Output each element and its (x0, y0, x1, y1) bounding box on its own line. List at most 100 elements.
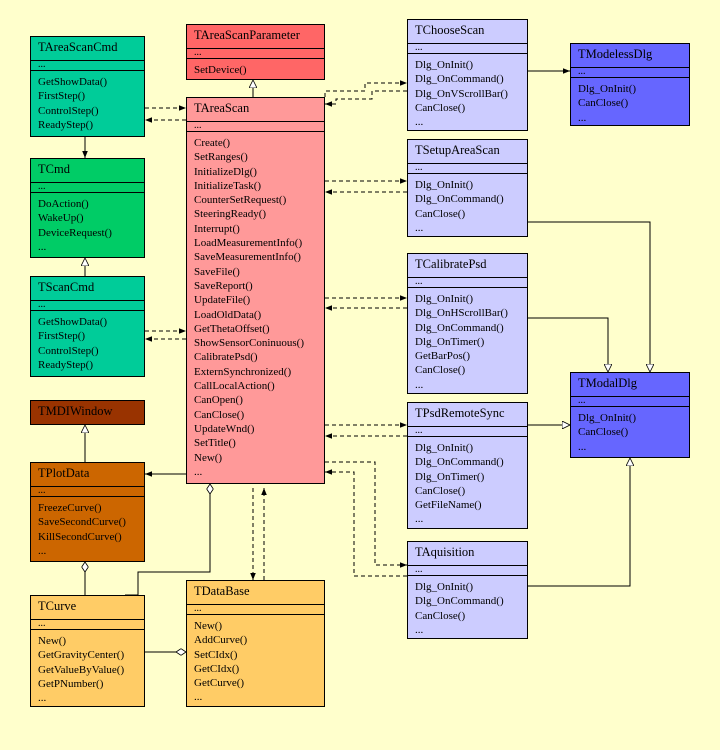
class-tcurve: TCurve ... New() GetGravityCenter() GetV… (30, 595, 145, 707)
operation: Dlg_OnHScrollBar() (415, 307, 508, 320)
operation: Dlg_OnInit() (415, 59, 474, 71)
class-tsetupareascan: TSetupAreaScan ... Dlg_OnInit() Dlg_OnCo… (407, 139, 528, 237)
class-attributes: ... (31, 61, 144, 71)
class-name: TModalDlg (571, 373, 689, 397)
operation: ReadyStep() (38, 118, 93, 131)
operation: CanClose() (578, 97, 629, 110)
operation: New() (194, 620, 223, 632)
class-name: TPsdRemoteSync (408, 403, 527, 427)
operation: ExternSynchronized() (194, 365, 292, 378)
operation: SetDevice() (194, 64, 247, 76)
operation: Create() (194, 137, 231, 149)
class-attributes: ... (31, 301, 144, 311)
operation: ... (415, 513, 424, 526)
class-operations: SetDevice() (187, 59, 324, 77)
operation: ... (38, 692, 47, 705)
operation: Dlg_OnInit() (415, 581, 474, 593)
class-tchoosescan: TChooseScan ... Dlg_OnInit() Dlg_OnComma… (407, 19, 528, 131)
class-attributes: ... (31, 183, 144, 193)
operation: Dlg_OnCommand() (415, 456, 504, 469)
operation: ... (415, 378, 424, 391)
class-attributes: ... (31, 620, 144, 630)
class-operations: Create() SetRanges() InitializeDlg() Ini… (187, 132, 324, 479)
class-tscancmd: TScanCmd ... GetShowData() FirstStep() C… (30, 276, 145, 377)
class-attributes: ... (187, 122, 324, 132)
class-operations: GetShowData() FirstStep() ControlStep() … (31, 71, 144, 132)
operation: GetGravityCenter() (38, 649, 125, 662)
operation: SteeringReady() (194, 208, 267, 221)
class-name: TCmd (31, 159, 144, 183)
operation: ... (194, 465, 203, 478)
operation: DoAction() (38, 198, 89, 210)
operation: SaveMeasurementInfo() (194, 251, 301, 264)
operation: FreezeCurve() (38, 502, 102, 514)
class-operations: Dlg_OnInit() CanClose() ... (571, 78, 689, 125)
operation: FirstStep() (38, 90, 86, 103)
operation: KillSecondCurve() (38, 530, 122, 543)
class-attributes: ... (187, 49, 324, 59)
class-attributes: ... (571, 68, 689, 78)
operation: GetShowData() (38, 316, 108, 328)
operation: InitializeDlg() (194, 165, 257, 178)
operation: CanClose() (415, 364, 466, 377)
operation: New() (194, 451, 223, 464)
class-tareascan: TAreaScan ... Create() SetRanges() Initi… (186, 97, 325, 484)
operation: ... (194, 691, 203, 704)
operation: Dlg_OnInit() (578, 83, 637, 95)
operation: Dlg_OnInit() (415, 293, 474, 305)
operation: Dlg_OnCommand() (415, 321, 504, 334)
operation: Dlg_OnVScrollBar() (415, 87, 508, 100)
class-operations: Dlg_OnInit() Dlg_OnCommand() CanClose() … (408, 576, 527, 637)
operation: AddCurve() (194, 634, 248, 647)
operation: Dlg_OnCommand() (415, 595, 504, 608)
class-operations: DoAction() WakeUp() DeviceRequest() ... (31, 193, 144, 254)
operation: CanOpen() (194, 394, 243, 407)
operation: LoadOldData() (194, 308, 262, 321)
operation: SaveSecondCurve() (38, 516, 126, 529)
class-operations: New() GetGravityCenter() GetValueByValue… (31, 630, 144, 705)
operation: GetThetaOffset() (194, 322, 270, 335)
operation: GetCIdx() (194, 662, 240, 675)
class-attributes: ... (408, 566, 527, 576)
operation: ... (415, 623, 424, 636)
class-name: TMDIWindow (38, 404, 113, 418)
link-tcalibratepsd-to-tmodaldlg (528, 317, 608, 372)
operation: Interrupt() (194, 222, 240, 235)
operation: CanClose() (194, 408, 245, 421)
class-attributes: ... (408, 427, 527, 437)
class-operations: Dlg_OnInit() Dlg_OnCommand() CanClose() … (408, 174, 527, 235)
operation: UpdateWnd() (194, 422, 255, 435)
operation: ShowSensorConinuous() (194, 337, 305, 350)
class-tareascanparameter: TAreaScanParameter ... SetDevice() (186, 24, 325, 80)
class-tpsdremotesync: TPsdRemoteSync ... Dlg_OnInit() Dlg_OnCo… (407, 402, 528, 529)
class-name: TCalibratePsd (408, 254, 527, 278)
class-tareascancmd: TAreaScanCmd ... GetShowData() FirstStep… (30, 36, 145, 137)
class-attributes: ... (571, 397, 689, 407)
operation: ControlStep() (38, 104, 99, 117)
operation: ... (578, 111, 587, 124)
class-taquisition: TAquisition ... Dlg_OnInit() Dlg_OnComma… (407, 541, 528, 639)
operation: FirstStep() (38, 330, 86, 343)
operation: CalibratePsd() (194, 351, 258, 364)
operation: ... (415, 221, 424, 234)
class-tcmd: TCmd ... DoAction() WakeUp() DeviceReque… (30, 158, 145, 258)
operation: SetCIdx() (194, 648, 238, 661)
class-name: TChooseScan (408, 20, 527, 44)
class-operations: Dlg_OnInit() Dlg_OnCommand() Dlg_OnTimer… (408, 437, 527, 527)
link-tsetupareascan-to-tmodaldlg (528, 221, 650, 372)
operation: InitializeTask() (194, 179, 262, 192)
operation: ... (578, 440, 587, 453)
class-name: TDataBase (187, 581, 324, 605)
class-tmodelessdlg: TModelessDlg ... Dlg_OnInit() CanClose()… (570, 43, 690, 126)
operation: ReadyStep() (38, 358, 93, 371)
class-operations: FreezeCurve() SaveSecondCurve() KillSeco… (31, 497, 144, 558)
class-tmodaldlg: TModalDlg ... Dlg_OnInit() CanClose() ..… (570, 372, 690, 458)
class-name: TModelessDlg (571, 44, 689, 68)
class-attributes: ... (408, 164, 527, 174)
class-attributes: ... (31, 487, 144, 497)
class-tplotdata: TPlotData ... FreezeCurve() SaveSecondCu… (30, 462, 145, 562)
operation: ... (415, 116, 424, 129)
operation: CounterSetRequest() (194, 194, 287, 207)
operation: Dlg_OnTimer() (415, 470, 485, 483)
operation: New() (38, 635, 67, 647)
